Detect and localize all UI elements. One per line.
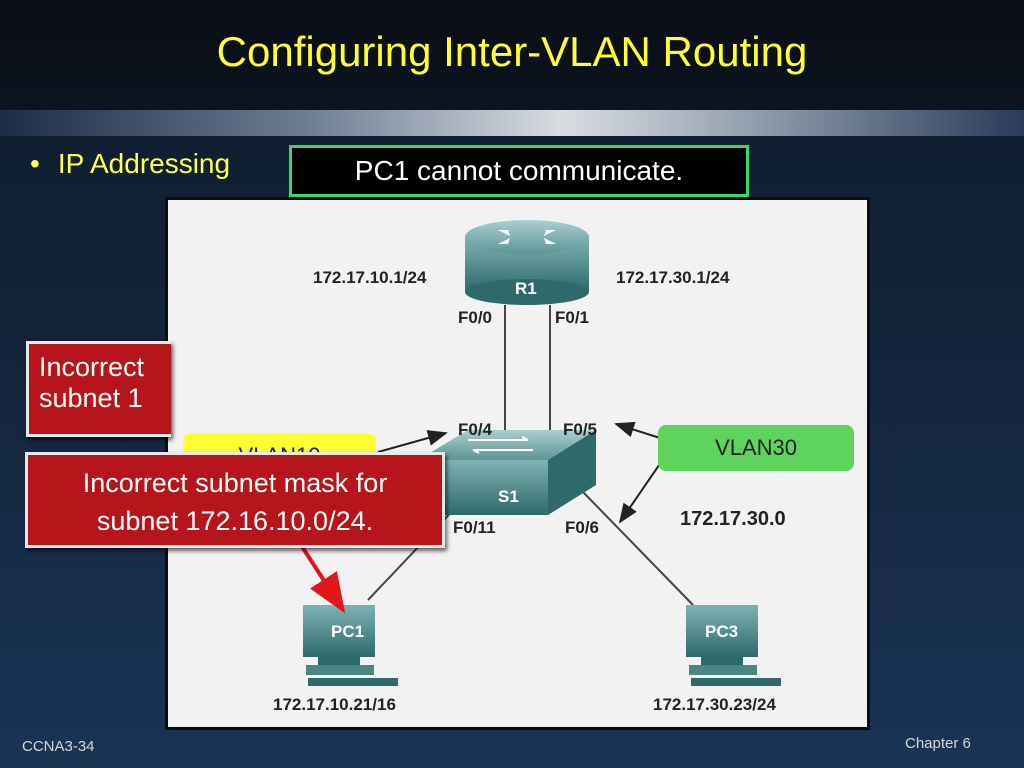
r1-ip-right: 172.17.30.1/24 xyxy=(616,268,730,287)
arrow-vlan10-f04 xyxy=(377,430,448,453)
callout-incorrect-back: Incorrect subnet 1 xyxy=(26,341,171,437)
callout-pc1-cannot-communicate: PC1 cannot communicate. xyxy=(289,145,749,197)
pc1-ip: 172.17.10.21/16 xyxy=(273,695,396,714)
arrow-vlan30-f05 xyxy=(614,421,661,439)
pc3-name: PC3 xyxy=(705,622,739,641)
r1-ip-left: 172.17.10.1/24 xyxy=(313,268,427,287)
callout-incorrect-subnet-mask: Incorrect subnet mask for subnet 172.16.… xyxy=(25,452,445,548)
router-r1-icon xyxy=(465,220,589,305)
divider-bar xyxy=(0,110,1024,136)
r1-name: R1 xyxy=(515,279,537,298)
network-diagram: 172.17.10.1/24 172.17.30.1/24 R1 F0/0 F0… xyxy=(165,197,870,730)
s1-port-f04: F0/4 xyxy=(458,420,493,439)
r1-port-f01: F0/1 xyxy=(555,308,590,327)
pc3-icon xyxy=(686,605,781,686)
vlan30-subnet: 172.17.30.0 xyxy=(680,508,786,530)
slide-title: Configuring Inter-VLAN Routing xyxy=(216,28,808,75)
bullet-item: • IP Addressing xyxy=(30,148,230,180)
arrow-callout-pc1 xyxy=(299,543,346,614)
s1-port-f011: F0/11 xyxy=(453,518,496,537)
s1-name: S1 xyxy=(498,487,519,506)
callout-back-line2: subnet 1 xyxy=(39,383,143,413)
footer-chapter: Chapter 6 xyxy=(905,735,971,752)
pc1-name: PC1 xyxy=(331,622,365,641)
callout-front-line2: subnet 172.16.10.0/24. xyxy=(96,506,374,536)
s1-port-f05: F0/5 xyxy=(563,420,598,439)
link-s1-pc3 xyxy=(582,491,694,606)
title-bar xyxy=(0,0,1024,110)
r1-port-f00: F0/0 xyxy=(458,308,493,327)
pc3-ip: 172.17.30.23/24 xyxy=(653,695,776,714)
bullet-dot-icon: • xyxy=(30,148,40,179)
diagram-graphics xyxy=(299,220,781,686)
footer-slide-number: CCNA3-34 xyxy=(22,738,95,755)
bullet-text: IP Addressing xyxy=(57,148,231,179)
callout-back-line1: Incorrect xyxy=(39,352,145,382)
callout-front-line1: Incorrect subnet mask for xyxy=(82,468,388,498)
s1-port-f06: F0/6 xyxy=(565,518,600,537)
pc1-icon xyxy=(303,605,398,686)
vlan30-label: VLAN30 xyxy=(658,425,854,471)
